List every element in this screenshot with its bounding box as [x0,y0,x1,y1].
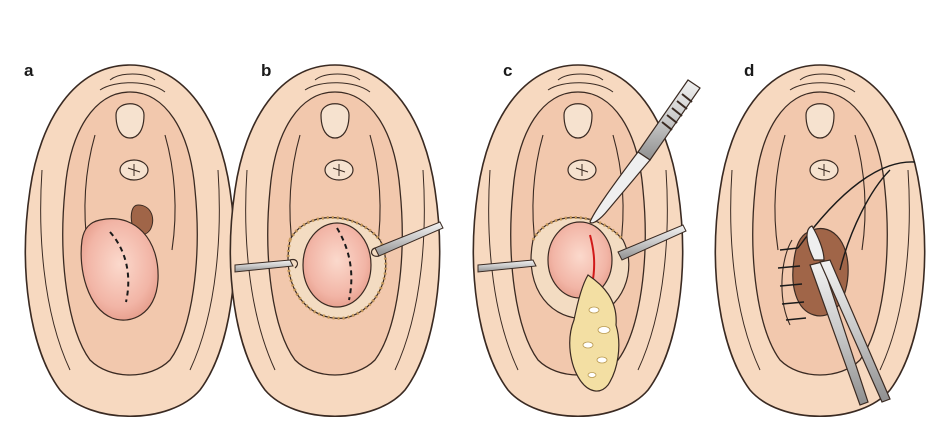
panel-c [472,64,701,418]
incision-marking-a [109,231,130,303]
retractor-icon [617,224,687,261]
needle-holder-icon [806,225,891,406]
panel-label-b: b [261,61,272,80]
cyst-a [80,218,159,321]
panel-label-c: c [503,61,513,80]
panel-a [24,64,236,418]
panel-label-a: a [24,61,34,80]
panel-label-d: d [744,61,755,80]
retractor-icon [477,259,537,273]
panel-b [229,64,444,418]
incision-marking-b [336,227,353,301]
panel-d [714,64,926,418]
retractor-icon [234,259,299,273]
retractor-icon [370,221,444,257]
cyst-b [302,222,372,308]
scalpel-icon [589,79,701,224]
